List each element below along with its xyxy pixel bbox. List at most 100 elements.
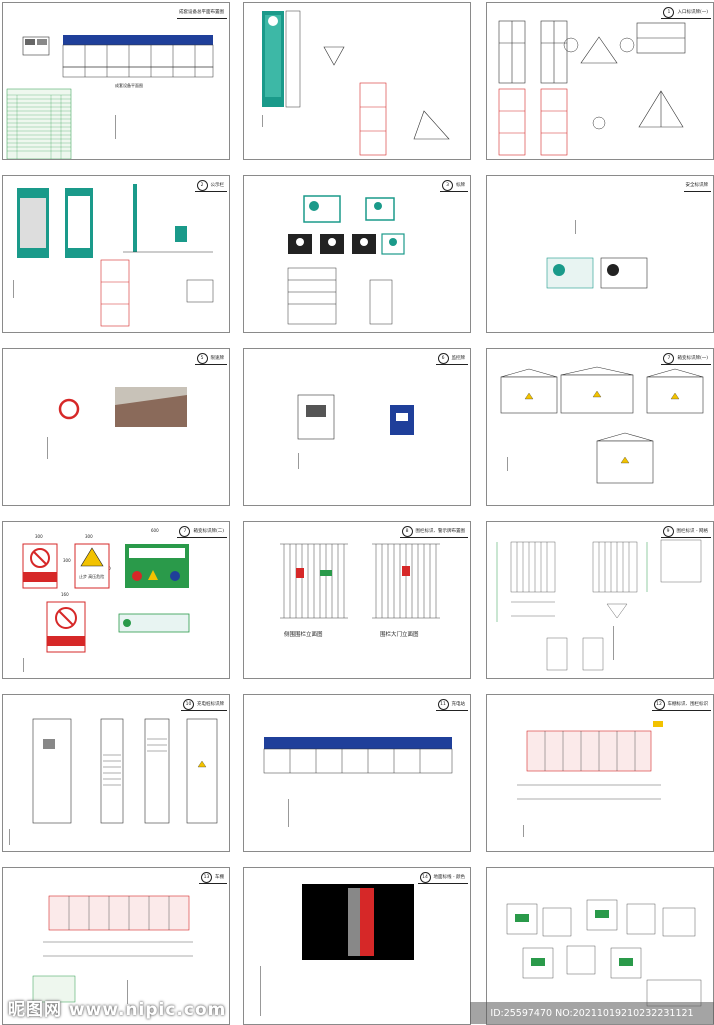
sheet-number: 13 [201, 871, 212, 883]
sheet-notes [115, 115, 216, 139]
fence-side-label: 侧围围栏立面图 [284, 632, 323, 638]
dim-160: 160 [61, 592, 69, 597]
drawing-charger [32, 718, 218, 824]
sheet-number: 9 [662, 525, 674, 537]
sheet-number: 7 [663, 352, 675, 364]
sheet-notes [575, 220, 656, 234]
sheet-number: 10 [183, 698, 194, 710]
sheet-title: 公示栏 [210, 183, 225, 188]
fence-gate-label: 围栏大门立面图 [380, 632, 419, 638]
drawing-carport-plan [517, 721, 663, 800]
sheet-notes [523, 825, 634, 837]
drawing-site-plan [506, 899, 702, 1007]
sheet-number: 12 [653, 698, 665, 710]
drawing-entrance-sign-1 [498, 20, 686, 156]
drawing-box-transformer [500, 366, 704, 484]
sheet-notes [127, 980, 218, 1004]
sheet-number: 2 [196, 179, 208, 191]
sheet-title: 监控牌 [451, 356, 466, 361]
sheet-title: 入口标识牌(一) [677, 10, 708, 15]
drawing-speed-limit [58, 387, 187, 427]
layout-caption: 成套设备平面图 [115, 83, 143, 88]
sheet-notes [298, 453, 399, 469]
sheet-title: 成套设备总平面布置图 [179, 10, 224, 15]
drawing-signs [287, 195, 405, 325]
sheet-notes [47, 437, 148, 459]
sheet-title: 围栏标识、警示牌布置图 [415, 529, 466, 534]
sheet-number: 14 [419, 871, 431, 883]
drawing-carport [32, 895, 193, 1003]
sheet-header: 成套设备总平面布置图 [177, 6, 227, 19]
sheet-number: 5 [196, 352, 208, 364]
dim-h300: 300 [63, 558, 71, 563]
warning-text: 止步 高压危险 [79, 574, 105, 579]
sheet-title: 充电站 [451, 702, 466, 707]
sheet-title: 标牌 [456, 183, 465, 188]
sheet-title: 地面标线 - 颜色 [433, 875, 465, 880]
sheet-header: 安全标识牌 [683, 179, 711, 192]
sheet-notes [613, 626, 700, 660]
drawing-safety-sign [546, 257, 648, 289]
sheet-site-plan [486, 867, 714, 1025]
sheet-title: 安全标识牌 [685, 183, 709, 188]
drawing-warning-signs [22, 543, 190, 653]
drawing-notice-board [17, 184, 214, 327]
drawing-charging-station [263, 737, 453, 774]
sheet-title: 围栏标识 - 网格 [676, 529, 708, 534]
sheet-notes [23, 658, 104, 672]
sheet-title: 箱变标识牌(一) [677, 356, 708, 361]
drawing-ground-marking [302, 884, 414, 960]
sheet-number: 7 [179, 525, 191, 537]
sheet-notes [9, 829, 120, 845]
sheet-entrance-column [243, 2, 471, 160]
drawing-monitor-sign [297, 394, 414, 440]
drawing-fence [280, 543, 440, 619]
sheet-safety-sign: 安全标识牌 [486, 175, 714, 333]
sheet-layout-plan: 成套设备总平面布置图 成套设备平面图 [2, 2, 230, 160]
watermark: 昵图网 www.nipic.com [8, 1000, 227, 1020]
dim-600: 600 [151, 528, 159, 533]
sheet-title: 车棚标识、围栏标识 [667, 702, 709, 707]
sheet-notes [288, 799, 409, 827]
drawing-fence-grid [496, 539, 702, 671]
sheet-title: 箱变标识牌(二) [193, 529, 224, 534]
sheet-notes [13, 280, 84, 298]
sheet-number: 8 [401, 525, 413, 537]
sheet-title: 充电桩标识牌 [197, 702, 224, 707]
sheet-number: 1 [663, 6, 675, 18]
dim-300-a: 300 [35, 534, 43, 539]
sheet-title: 车棚 [215, 875, 224, 880]
drawing-entrance-column [262, 10, 450, 156]
image-id-bar: ID:25597470 NO:20211019210232231121 [470, 1002, 714, 1024]
sheet-notes [262, 115, 333, 127]
sheet-notes [260, 966, 451, 1016]
drawing-layout-plan [6, 35, 214, 159]
